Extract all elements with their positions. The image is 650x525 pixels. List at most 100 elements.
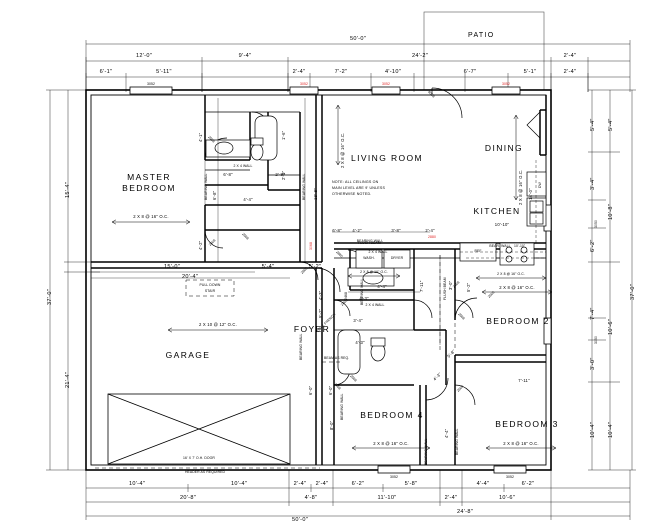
room-label-patio: PATIO — [468, 32, 495, 39]
dimension-top-r3-6: 5'-1" — [523, 69, 537, 75]
window-tag-3050-a: 3050 — [594, 220, 598, 228]
dimension-bottom-r3-0: 24'-8" — [456, 509, 474, 515]
window-tag-3052-f: 3052 — [506, 475, 514, 479]
dimension-top-r3-2: 2'-4" — [292, 69, 306, 75]
washer-label: WASH. — [363, 256, 375, 260]
bearing-wall-label-bed4: BEARING WALL — [424, 438, 428, 465]
dimension-laundry-w: 4'-4" — [377, 284, 387, 289]
window-tag-3052-b: 3052 — [300, 82, 308, 86]
door-tag-linen: 2468 — [344, 292, 348, 300]
dimension-bed4-h: 8'-0" — [329, 420, 334, 430]
dishwasher-label: DW — [538, 182, 542, 188]
dimension-foyer-a: 5'-2" — [318, 308, 323, 318]
dimension-right-c2-2: 10'-6" — [608, 318, 614, 335]
two-by-four-wall-label-a: 2 X 4 WALL — [368, 250, 388, 254]
dimension-mb-left: 6'-8" — [212, 190, 217, 200]
dimension-bottom-overall: 50'-0" — [291, 517, 309, 523]
dimension-bottom-r2-2: 11'-10" — [377, 495, 397, 501]
dimension-right-c1-4: 3'-0" — [590, 357, 596, 370]
dimension-master-to-foyer: 5'-4" — [261, 264, 275, 270]
dimension-bottom-r1-7: 6'-2" — [521, 481, 535, 487]
dimension-bottom-r1-2: 2'-4" — [293, 481, 307, 487]
dimension-right-c2-1: 10'-8" — [608, 203, 614, 220]
dimension-small-a: 1'-6" — [281, 130, 286, 140]
joist-note-dining: 2 X 8 @ 16" O.C. — [518, 169, 523, 205]
dimension-right-overall: 37'-0" — [630, 283, 636, 300]
room-label-bedroom-4: BEDROOM 4 — [360, 410, 424, 420]
dimension-right-c1-3: 7'-4" — [590, 307, 596, 320]
dimension-mbath-b: 2'-8" — [275, 172, 285, 177]
dimension-master-width-outer: 20'-4" — [181, 274, 199, 280]
flush-beam-label-b: FLUSH BEAM — [443, 277, 447, 300]
dimension-foyer-offset: 5'-2" — [308, 264, 322, 270]
bearing-wall-label-master: BEARING WALL — [302, 173, 306, 200]
joist-note-kitchen: 2 X 8 @ 16" O.C. — [497, 272, 525, 276]
dimension-master-width: 15'-0" — [163, 264, 181, 270]
joist-note-bedroom-2: 2 X 8 @ 16" O.C. — [499, 285, 535, 290]
dimension-bottom-r2-4: 10'-6" — [498, 495, 516, 501]
dimension-small-b: 2'-0" — [281, 170, 286, 180]
dimension-hall-small: 3'-4" — [353, 318, 363, 323]
dimension-bottom-r2-3: 2'-4" — [444, 495, 458, 501]
dimension-hall-d: 6'-8" — [332, 228, 342, 233]
dimension-top-r3-1: 5'-11" — [156, 69, 172, 75]
dimension-small-e: 6'-0" — [308, 385, 313, 395]
room-label-living-room: LIVING ROOM — [350, 153, 424, 163]
dimension-bath2-a: 4'-3" — [359, 296, 369, 301]
joist-note-bedroom-4: 2 X 8 @ 16" O.C. — [373, 441, 409, 446]
dimension-dining-h: 14'-0" — [528, 188, 533, 200]
refrigerator-label: REF — [474, 249, 482, 253]
joist-note-master: 2 X 8 @ 16" O.C. — [133, 214, 169, 219]
dimension-top-r2-2: 24'-2" — [411, 53, 429, 59]
dimension-small-f: 6'-0" — [328, 385, 333, 395]
room-label-master-bedroom-line2: BEDROOM — [122, 183, 176, 193]
dimension-hall-b: 3'-8" — [391, 228, 401, 233]
pull-down-stair-line1: PULL DOWN — [199, 283, 221, 287]
dimension-bottom-r1-3: 2'-4" — [315, 481, 329, 487]
dimension-top-r2-3: 2'-4" — [563, 53, 577, 59]
bearing-wall-label-hall: BEARING WALL — [340, 393, 344, 420]
window-tag-3052-d: 3052 — [502, 82, 510, 86]
window-tag-3050-b: 3050 — [594, 336, 598, 344]
dimension-right-c2-3: 10'-4" — [608, 421, 614, 438]
joist-note-laundry: 2 X 8 @ 16" O.C. — [360, 270, 388, 274]
dimension-left-overall: 37'-0" — [47, 288, 53, 305]
dimension-lr-left: 4'-1" — [198, 132, 203, 142]
dimension-bottom-r2-1: 4'-8" — [304, 495, 318, 501]
dimension-bed2-w: 7'-11" — [518, 378, 530, 383]
joist-note-garage: 2 X 10 @ 12" O.C. — [199, 322, 237, 327]
flush-beam-label-a: FLUSH BEAM — [358, 241, 381, 245]
dimension-laundry-h: 7'-11" — [419, 280, 424, 292]
room-label-bedroom-3: BEDROOM 3 — [495, 419, 559, 429]
dimension-lr-left2: 4'-2" — [198, 240, 203, 250]
bearing-wall-label-mbath: BEARING WALL — [204, 173, 208, 200]
dryer-label: DRYER — [390, 256, 404, 260]
dimension-top-r3-5: 6'-7" — [463, 69, 477, 75]
dimension-hall-c: 2'-4" — [425, 228, 435, 233]
bearing-wall-label-bath: BEARING WALL — [360, 278, 364, 305]
ceiling-note-line3: OTHERWISE NOTED. — [332, 192, 372, 196]
door-tag-laundry-red: 2880 — [428, 235, 436, 239]
dimension-bottom-r1-1: 10'-4" — [230, 481, 248, 487]
dimension-top-r3-3: 7'-2" — [334, 69, 348, 75]
dimension-top-r3-4: 4'-10" — [384, 69, 402, 75]
dimension-top-overall: 50'-0" — [349, 36, 367, 42]
window-tag-3052-e: 3052 — [390, 475, 398, 479]
dimension-bottom-r1-4: 6'-2" — [351, 481, 365, 487]
dimension-left-0: 15'-4" — [65, 181, 71, 198]
bearing-wall-label-foyer: BEARING WALL — [299, 333, 303, 360]
dimension-top-r3-7: 2'-4" — [563, 69, 577, 75]
dimension-left-1: 21'-4" — [65, 371, 71, 388]
overhead-door-label: 16' X 7' O.H. DOOR — [183, 456, 215, 460]
dimension-bottom-r1-0: 10'-4" — [128, 481, 146, 487]
bear-wall-label-kitchen: BEAR. WALL — [489, 244, 511, 248]
dimension-small-d: 5'-2" — [466, 282, 471, 292]
dimension-bed4-right: 4'-4" — [444, 428, 449, 438]
window-tag-3052-a: 3052 — [147, 82, 155, 86]
room-label-foyer: FOYER — [293, 324, 331, 334]
bearing-wall-label-laundry: BEARING WALL — [356, 239, 384, 243]
dimension-bath2-tub: 4'-3" — [355, 340, 365, 345]
room-label-dining: DINING — [484, 143, 524, 153]
